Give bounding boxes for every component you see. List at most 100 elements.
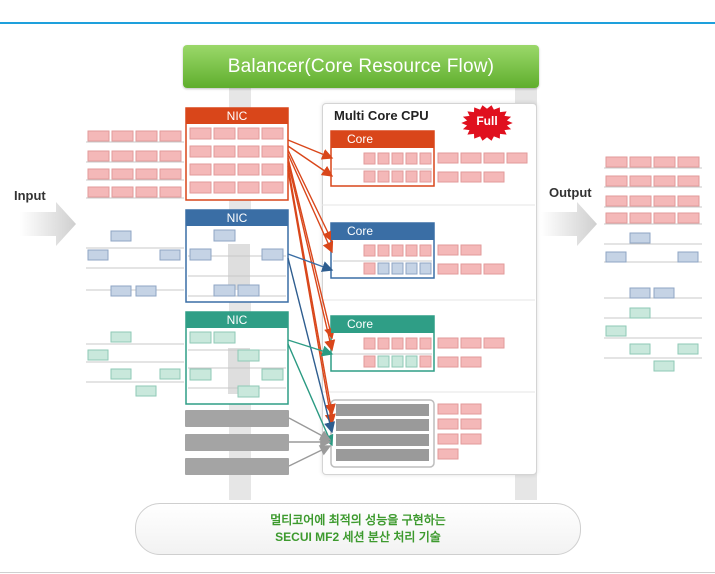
packet-blue	[135, 285, 157, 297]
packet-red	[437, 263, 459, 275]
packet-red	[653, 212, 676, 224]
packet-red	[391, 170, 404, 183]
packet-teal	[237, 385, 260, 398]
packet-red	[391, 244, 404, 257]
packet-blue	[605, 251, 627, 263]
packet-teal	[629, 343, 651, 355]
full-badge-label: Full	[476, 114, 498, 128]
flow-arrows-layer	[287, 139, 336, 467]
packet-teal	[391, 355, 404, 368]
flow-arrow	[287, 157, 336, 340]
flow-arrow	[287, 139, 334, 160]
packet-blue	[159, 249, 181, 261]
packet-red	[483, 337, 505, 349]
packet-red	[437, 152, 459, 164]
packet-teal	[189, 331, 212, 344]
packet-red	[437, 171, 459, 183]
packet-red	[653, 156, 676, 168]
packet-red	[261, 181, 284, 194]
packet-red	[405, 337, 418, 350]
packet-teal	[629, 307, 651, 319]
gray-bar	[185, 410, 289, 427]
packet-red	[363, 355, 376, 368]
packet-red	[437, 448, 459, 460]
nic-title-blue: NIC	[186, 210, 288, 226]
packet-teal	[237, 349, 260, 362]
flow-arrow	[288, 417, 332, 441]
packet-blue	[213, 284, 236, 297]
packet-red	[405, 152, 418, 165]
spare-core-bar	[336, 434, 429, 446]
packet-red	[377, 337, 390, 350]
caption-box: 멀티코어에 최적의 성능을 구현하는 SECUI MF2 세션 분산 처리 기술	[135, 503, 581, 555]
packet-blue	[629, 287, 651, 299]
packet-blue	[629, 232, 651, 244]
flow-arrow	[287, 153, 334, 254]
packet-red	[363, 337, 376, 350]
packet-red	[437, 433, 459, 445]
packet-teal	[377, 355, 390, 368]
packet-red	[213, 145, 236, 158]
packet-red	[677, 175, 700, 187]
flow-arrow	[287, 343, 334, 447]
packet-teal	[159, 368, 181, 380]
boxes-layer	[20, 107, 700, 475]
packet-red	[460, 403, 482, 415]
packet-red	[437, 356, 459, 368]
packet-red	[419, 152, 432, 165]
flow-arrow	[287, 165, 336, 416]
packet-red	[483, 171, 505, 183]
packet-red	[189, 181, 212, 194]
packet-teal	[605, 325, 627, 337]
packet-red	[419, 170, 432, 183]
packet-teal	[87, 349, 109, 361]
packet-red	[653, 175, 676, 187]
packet-red	[506, 152, 528, 164]
flow-arrow	[287, 253, 334, 272]
packet-red	[437, 244, 459, 256]
spare-core-bar	[336, 404, 429, 416]
packet-red	[237, 127, 260, 140]
packet-red	[460, 244, 482, 256]
packet-red	[629, 195, 652, 207]
packet-red	[437, 403, 459, 415]
packet-red	[135, 130, 158, 142]
packet-red	[87, 168, 110, 180]
packet-red	[419, 355, 432, 368]
packet-red	[189, 145, 212, 158]
packet-red	[135, 150, 158, 162]
packet-blue	[110, 285, 132, 297]
core-title-teal: Core	[331, 316, 434, 333]
packet-red	[261, 145, 284, 158]
top-divider	[0, 22, 715, 24]
packet-red	[363, 244, 376, 257]
flow-arrow	[287, 149, 333, 243]
packet-red	[111, 130, 134, 142]
packet-red	[87, 150, 110, 162]
packet-red	[377, 152, 390, 165]
spare-core-bar	[336, 419, 429, 431]
packet-red	[261, 163, 284, 176]
packet-teal	[213, 331, 236, 344]
packet-red	[460, 263, 482, 275]
packet-teal	[405, 355, 418, 368]
packet-red	[629, 212, 652, 224]
packet-red	[111, 186, 134, 198]
packet-red	[363, 262, 376, 275]
gray-bar	[185, 434, 289, 451]
packet-blue	[110, 230, 132, 242]
packet-red	[111, 150, 134, 162]
packet-blue	[653, 287, 675, 299]
packet-blue	[237, 284, 260, 297]
packet-red	[159, 186, 182, 198]
packet-teal	[677, 343, 699, 355]
packet-red	[483, 263, 505, 275]
bottom-divider	[0, 572, 715, 573]
packet-red	[677, 156, 700, 168]
flow-arrow	[287, 161, 336, 352]
packet-teal	[261, 368, 284, 381]
packet-red	[159, 168, 182, 180]
packet-red	[363, 170, 376, 183]
caption-line-2: SECUI MF2 세션 분산 처리 기술	[275, 530, 441, 544]
